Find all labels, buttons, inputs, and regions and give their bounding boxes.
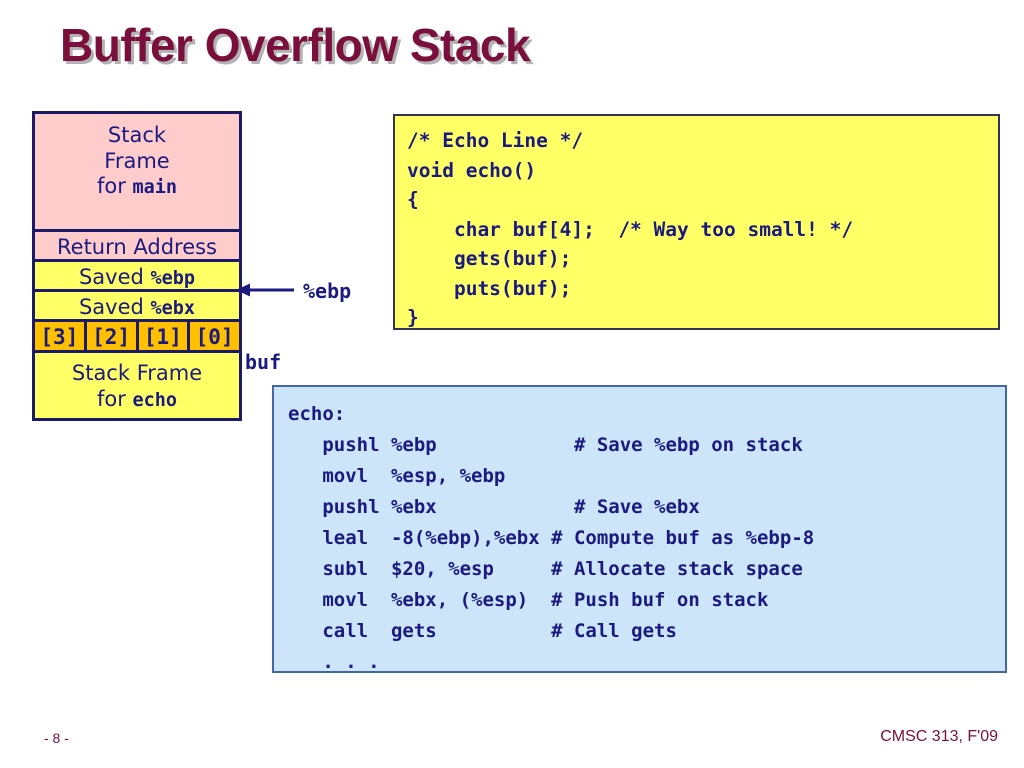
ebp-pointer-label: %ebp [303,279,352,303]
saved-ebp-prefix: Saved [78,265,151,289]
buf-label: buf [245,350,282,374]
footer-page-number: - 8 - [44,730,69,746]
main-frame-func-name: main [132,177,178,199]
buf-cell-1: [1] [139,322,191,350]
stack-diagram: Stack Frame for main Return Address Save… [32,111,242,421]
stack-row-return-address: Return Address [35,232,239,262]
saved-ebx-register: %ebx [150,298,196,319]
main-frame-line1: Stack [107,123,167,147]
footer-course-label: CMSC 313, F'09 [880,728,998,745]
c-code-box: /* Echo Line */ void echo() { char buf[4… [393,114,1000,330]
return-address-label: Return Address [57,235,217,259]
saved-ebx-prefix: Saved [78,295,151,319]
stack-row-saved-ebp: Saved %ebp [35,262,239,292]
echo-frame-for-text: for [96,386,133,411]
echo-frame-line2: for echo [35,387,239,413]
stack-row-main-frame: Stack Frame for main [35,114,239,232]
echo-frame-func-name: echo [132,389,178,411]
assembly-code-text: echo: pushl %ebp # Save %ebp on stack mo… [288,403,815,673]
assembly-code-box: echo: pushl %ebp # Save %ebp on stack mo… [272,385,1007,673]
echo-frame-line1: Stack Frame [71,361,203,385]
buf-cell-2: [2] [87,322,139,350]
page-title: Buffer Overflow Stack [60,19,531,71]
main-frame-line2: Frame [104,148,170,173]
main-frame-line3: for main [35,174,239,200]
c-code-text: /* Echo Line */ void echo() { char buf[4… [407,129,854,329]
buf-cell-0: [0] [195,325,234,349]
stack-row-buf: [3] [2] [1] [0] [35,322,239,353]
ebp-pointer-arrow-icon [236,283,294,297]
stack-row-echo-frame: Stack Frame for echo [35,353,239,418]
stack-row-saved-ebx: Saved %ebx [35,292,239,322]
main-frame-for-text: for [96,174,133,199]
buf-cell-3: [3] [35,322,87,350]
saved-ebp-register: %ebp [150,268,196,289]
